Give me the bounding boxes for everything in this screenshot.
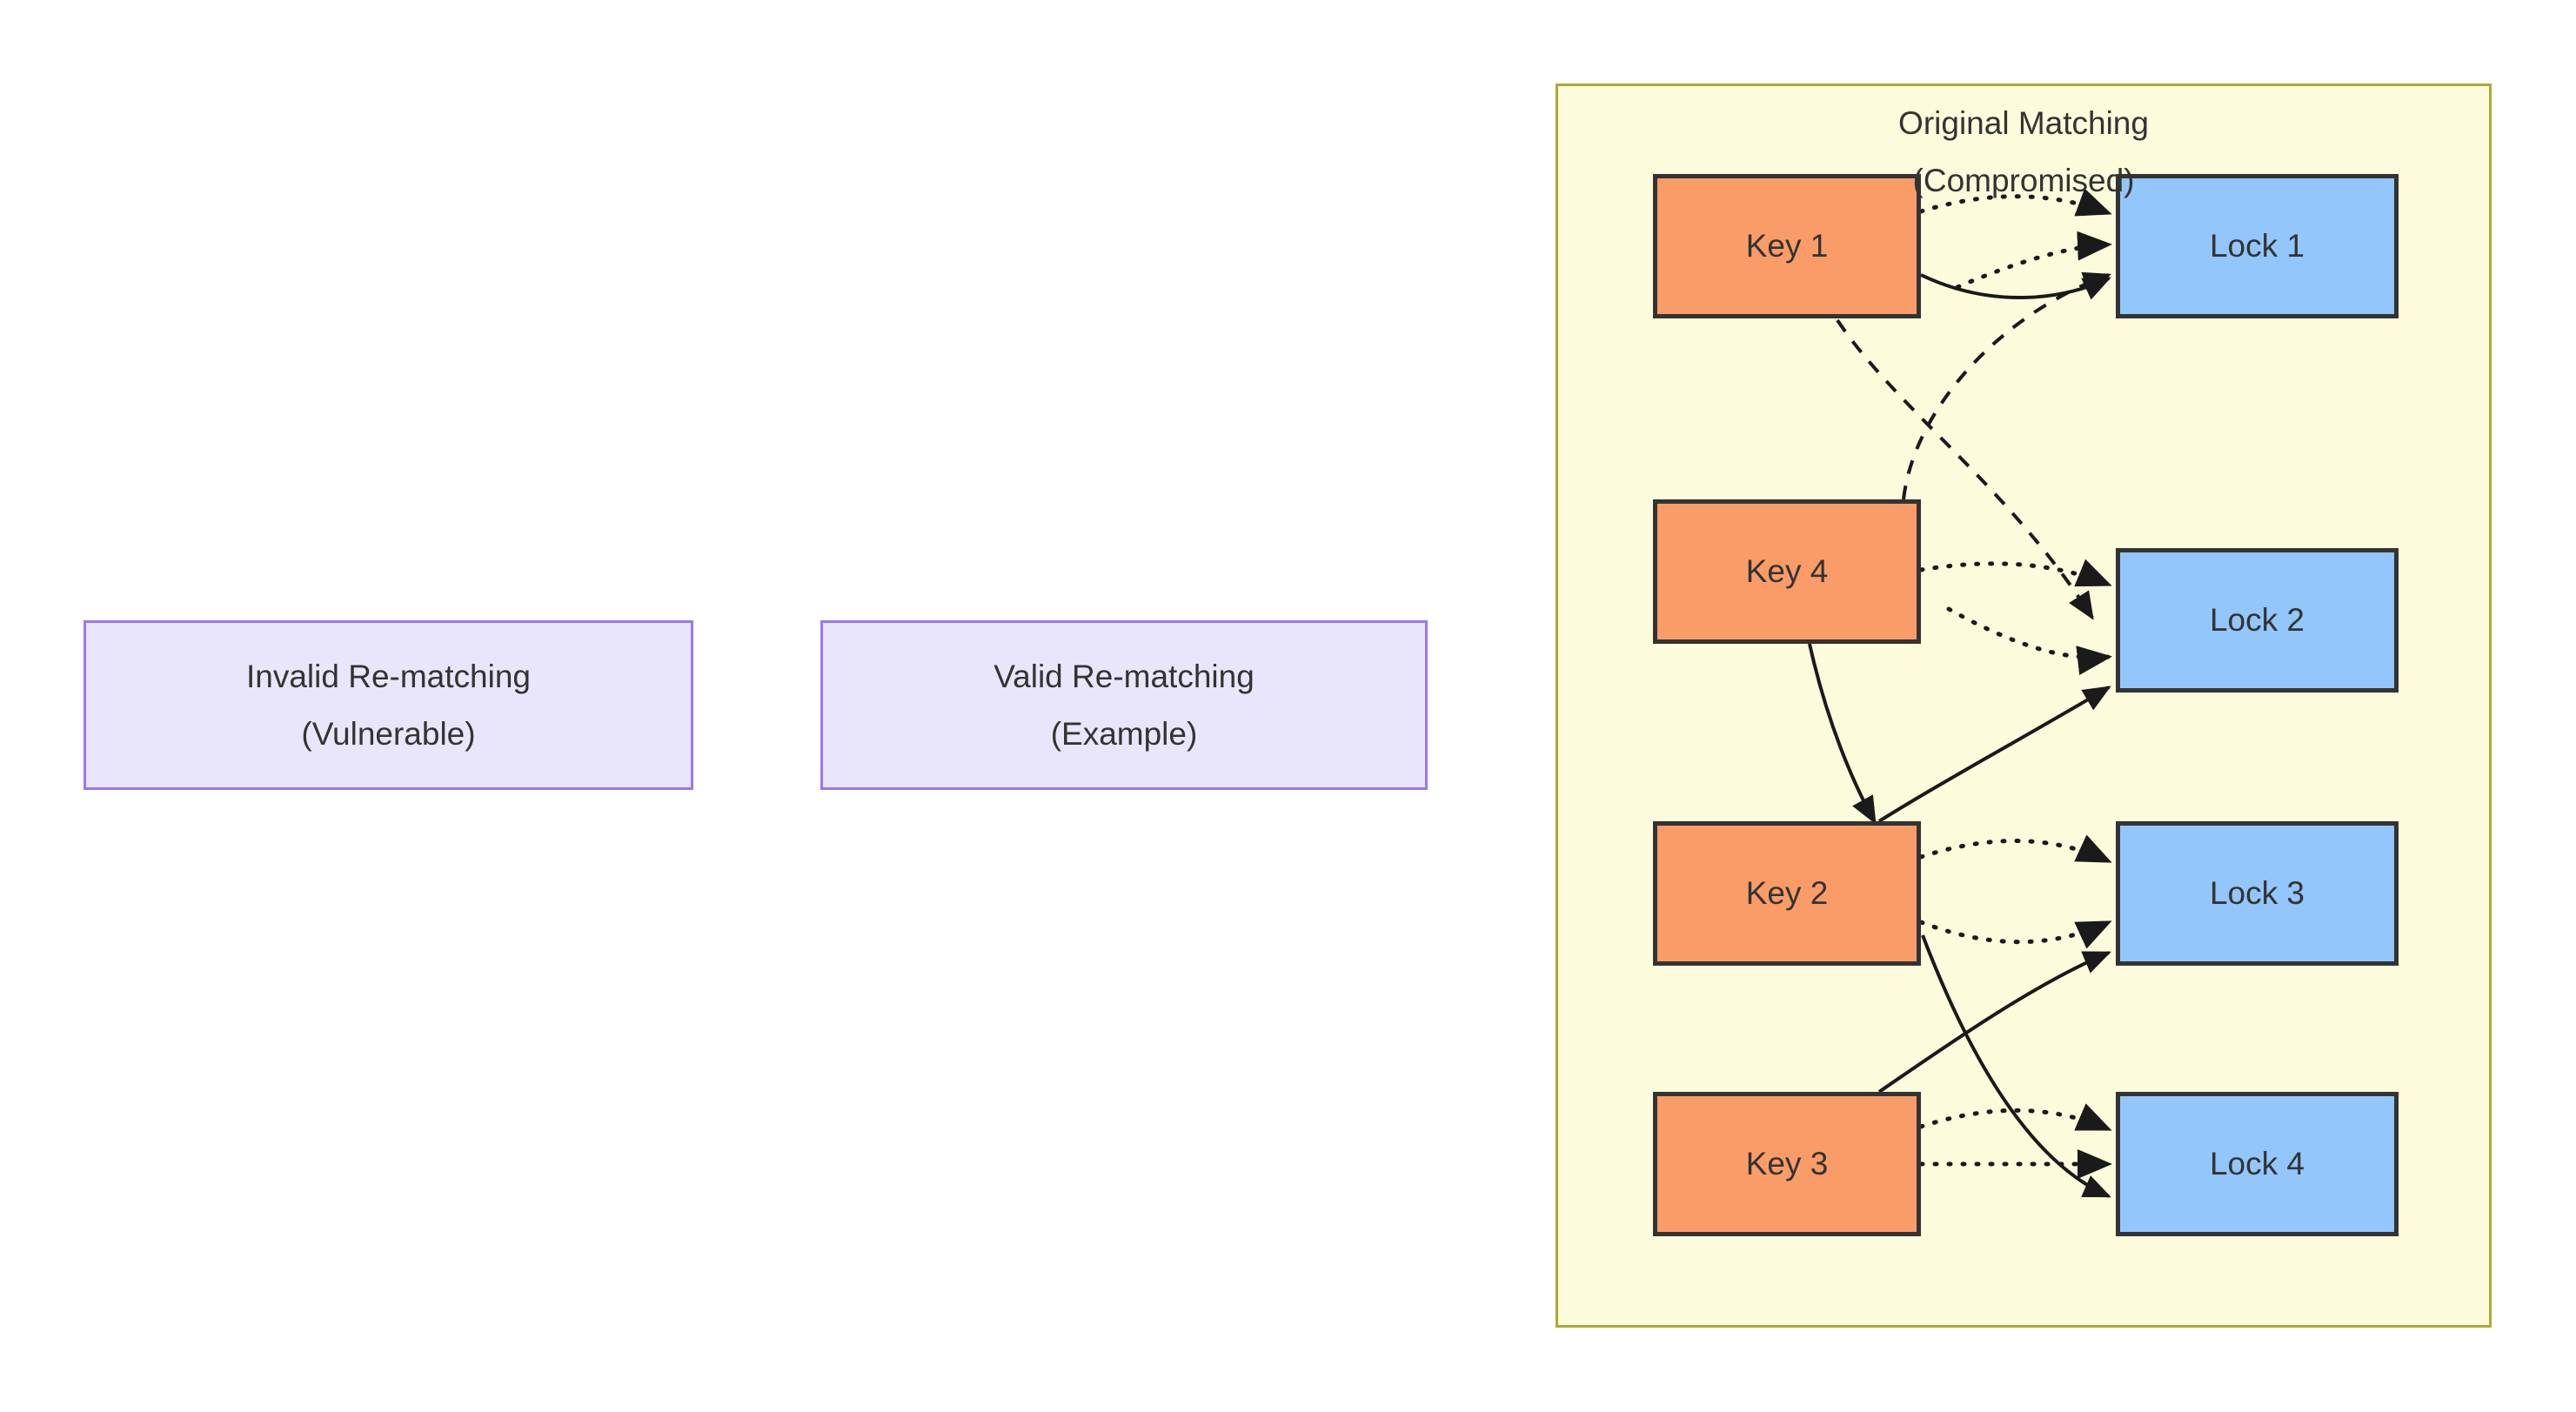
node-lock-1[interactable]: Lock 1 (2116, 174, 2399, 318)
node-lock-4[interactable]: Lock 4 (2116, 1092, 2399, 1236)
node-lock-2[interactable]: Lock 2 (2116, 548, 2399, 693)
legend-invalid-line2: (Vulnerable) (301, 716, 476, 752)
node-lock-3[interactable]: Lock 3 (2116, 821, 2399, 966)
legend-valid-rematching: Valid Re-matching (Example) (820, 620, 1428, 790)
node-lock-3-label: Lock 3 (2209, 875, 2305, 911)
node-key-4-label: Key 4 (1745, 553, 1829, 589)
node-key-2-label: Key 2 (1745, 875, 1829, 911)
legend-valid-line1: Valid Re-matching (994, 658, 1255, 694)
legend-valid-line2: (Example) (1050, 716, 1198, 752)
node-key-3-label: Key 3 (1745, 1146, 1829, 1181)
node-lock-1-label: Lock 1 (2209, 228, 2305, 264)
node-lock-4-label: Lock 4 (2209, 1146, 2305, 1181)
node-key-1-label: Key 1 (1745, 228, 1829, 264)
legend-invalid-rematching: Invalid Re-matching (Vulnerable) (84, 620, 693, 790)
node-key-1[interactable]: Key 1 (1653, 174, 1921, 318)
node-key-4[interactable]: Key 4 (1653, 499, 1921, 644)
node-key-2[interactable]: Key 2 (1653, 821, 1921, 966)
node-key-3[interactable]: Key 3 (1653, 1092, 1921, 1236)
node-lock-2-label: Lock 2 (2209, 602, 2305, 638)
legend-invalid-line1: Invalid Re-matching (246, 658, 531, 694)
